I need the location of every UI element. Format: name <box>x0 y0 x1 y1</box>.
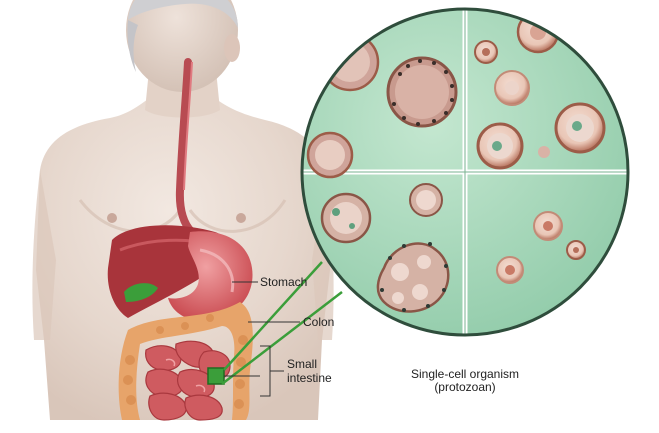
stomach-label: Stomach <box>260 276 307 289</box>
colon-label: Colon <box>303 316 334 329</box>
magnifier-view <box>290 0 640 345</box>
small-intestine-label-line2: intestine <box>287 372 332 385</box>
small-intestine-label-line1: Small <box>287 358 317 371</box>
caption-line2: (protozoan) <box>375 381 555 394</box>
zoom-highlight-square <box>208 368 224 384</box>
